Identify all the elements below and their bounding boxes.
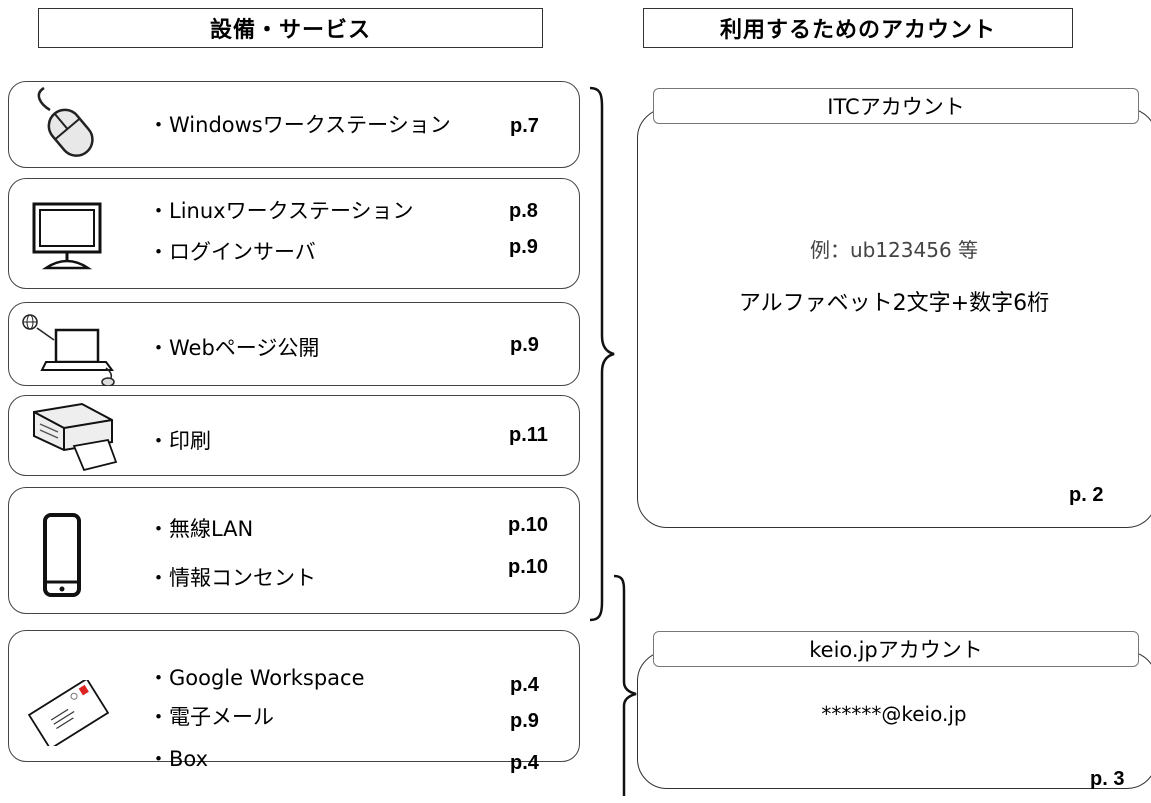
service-item-label: ・電子メール — [148, 705, 274, 729]
mouse-icon — [37, 86, 94, 157]
service-box-cloud — [8, 630, 580, 762]
service-box-windows — [8, 81, 580, 168]
service-box-network — [8, 487, 580, 614]
monitor-icon — [32, 202, 102, 270]
printer-icon — [33, 402, 118, 472]
brace-keio — [613, 574, 637, 796]
service-page-ref: p.8 — [509, 200, 538, 222]
service-item-label: ・印刷 — [148, 429, 211, 453]
service-page-ref: p.4 — [510, 752, 539, 774]
service-page-ref: p.9 — [510, 710, 539, 732]
service-item-label: ・Google Workspace — [148, 666, 365, 690]
service-page-ref: p.11 — [509, 424, 548, 446]
accounts-header: 利用するためのアカウント — [643, 8, 1073, 48]
service-page-ref: p.7 — [510, 115, 539, 137]
keio-account-title: keio.jpアカウント — [653, 631, 1139, 667]
service-page-ref: p.9 — [509, 236, 538, 258]
service-item-label: ・無線LAN — [148, 517, 254, 541]
service-box-linux — [8, 178, 580, 289]
envelope-icon — [27, 680, 110, 746]
service-page-ref: p.10 — [508, 556, 549, 578]
itc-account-example: 例：ub123456 等 — [809, 238, 979, 262]
itc-account-format: アルファベット2文字+数字6桁 — [738, 291, 1050, 316]
service-item-label: ・情報コンセント — [148, 566, 316, 590]
itc-account-page-ref: p. 2 — [1069, 484, 1104, 506]
laptop-globe-icon — [22, 314, 115, 386]
service-page-ref: p.10 — [508, 514, 549, 536]
service-item-label: ・ログインサーバ — [148, 240, 316, 264]
service-page-ref: p.9 — [510, 334, 539, 356]
itc-account-title: ITCアカウント — [653, 88, 1139, 124]
itc-account-box — [637, 108, 1151, 528]
brace-itc — [589, 86, 615, 622]
service-page-ref: p.4 — [510, 674, 539, 696]
service-item-label: ・Box — [148, 747, 209, 771]
service-item-label: ・Windowsワークステーション — [148, 113, 451, 137]
service-item-label: ・Webページ公開 — [148, 336, 320, 360]
service-box-web — [8, 302, 580, 386]
services-header: 設備・サービス — [38, 8, 543, 48]
keio-account-box — [637, 651, 1151, 789]
smartphone-icon — [43, 513, 81, 597]
keio-account-page-ref: p. 3 — [1090, 768, 1125, 790]
service-item-label: ・Linuxワークステーション — [148, 199, 414, 223]
keio-account-example: ******@keio.jp — [821, 702, 967, 726]
